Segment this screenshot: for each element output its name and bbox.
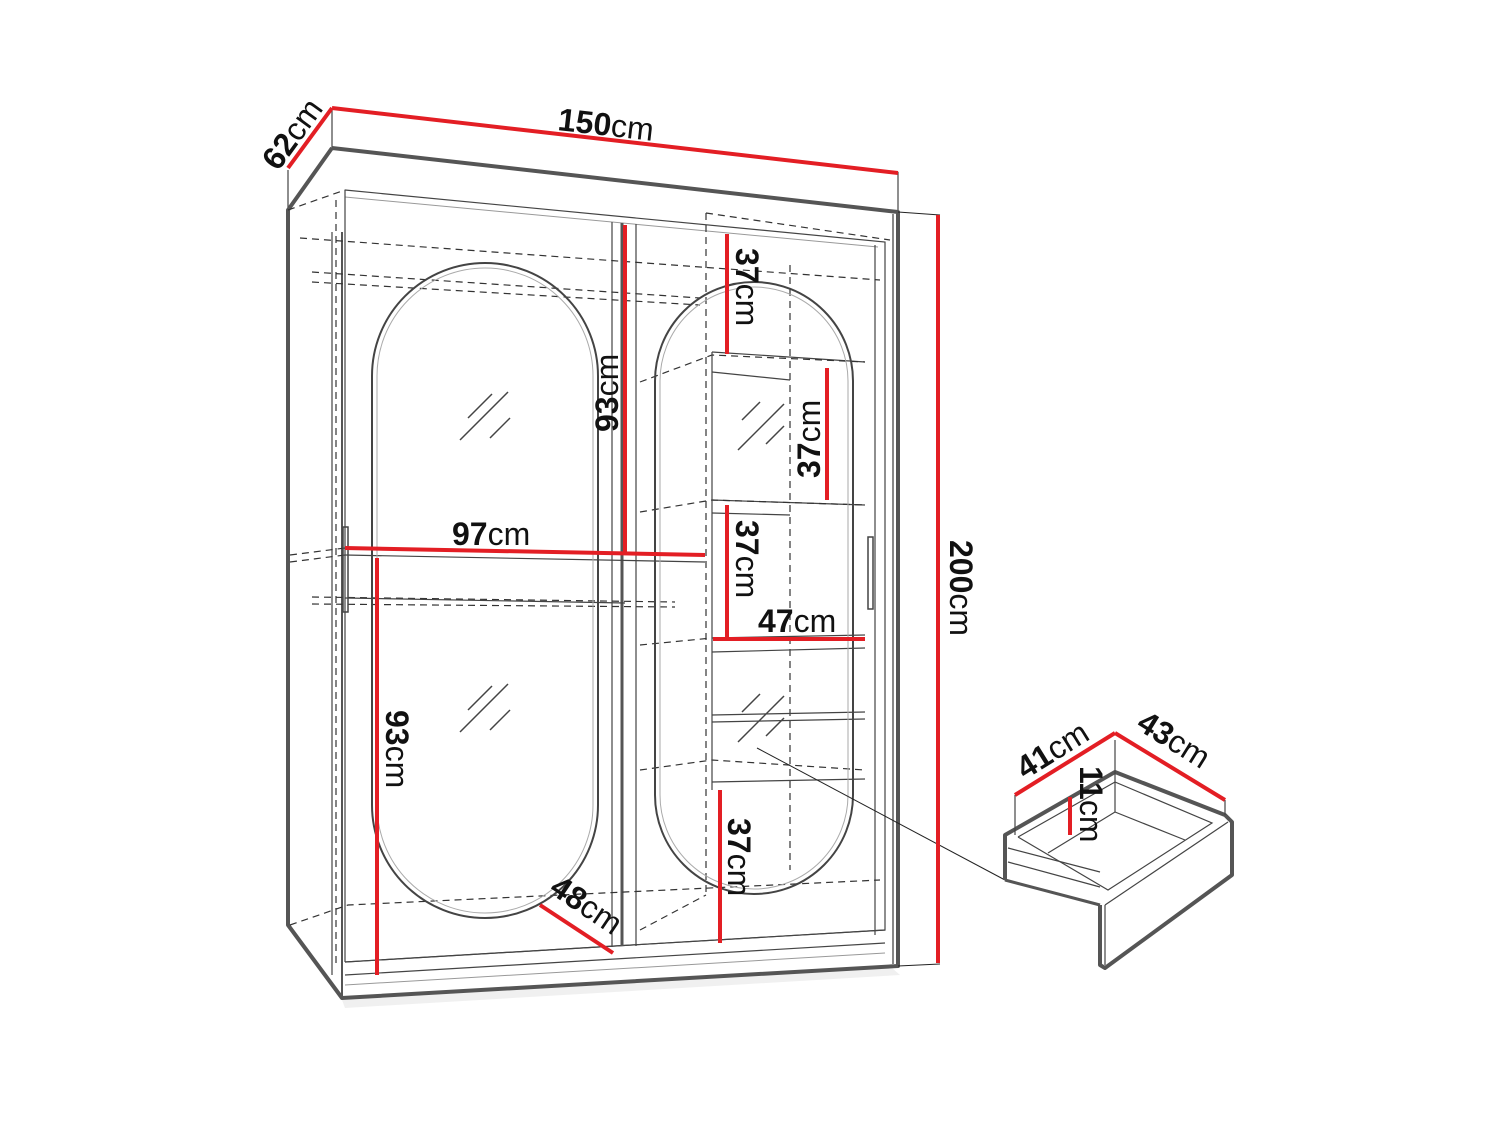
shelf-bottom-label: 37cm [721,818,757,896]
drawer-detail [1003,740,1234,970]
hanging-depth-label: 48cm [544,868,629,942]
left-upper-label: 93cm [589,354,625,432]
hanging-depth-dimension-line [538,903,615,955]
depth-dimension-line [286,106,334,170]
mirror-reflection-icon [459,391,785,743]
drawer-depth-dimension-line [1113,731,1227,802]
height-label: 200cm [943,540,979,636]
rail-width-dimension-line [344,546,706,557]
drawer-depth-label: 43cm [1131,703,1216,775]
shelf-width-label: 47cm [758,603,836,639]
dimension-lines [286,106,1227,975]
wardrobe-body [286,108,1006,1008]
right-oval-mirror [654,281,854,895]
drawer-width-dimension-line [1013,731,1117,797]
left-lower-label: 93cm [379,710,415,788]
width-dimension-line [331,106,899,175]
left-door-handle [342,526,349,613]
width-label: 150cm [556,101,656,148]
rail-width-label: 97cm [452,516,530,552]
depth-label: 62cm [255,92,330,176]
drawer-leader-line [756,747,1006,881]
left-oval-mirror [371,262,599,919]
shelf-3-label: 37cm [729,520,765,598]
drawer-height-label: 11cm [1073,766,1109,842]
shelf-2-label: 37cm [791,400,827,478]
shelf-1-label: 37cm [729,248,765,326]
right-door-handle [867,536,874,610]
